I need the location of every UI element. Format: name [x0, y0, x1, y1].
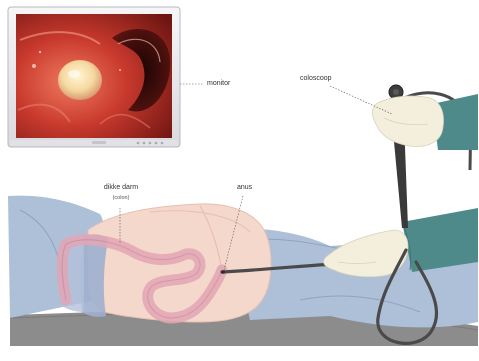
- large-intestine-label: dikke darm: [98, 184, 144, 192]
- colonoscope-label: coloscoop: [300, 75, 332, 83]
- polyp: [58, 60, 102, 100]
- anus-label: anus: [237, 184, 252, 192]
- operator-upper-arm: [372, 94, 478, 150]
- patient-body: [88, 204, 271, 322]
- colonoscope-leader-line: [330, 86, 392, 114]
- gloved-hand-upper: [372, 96, 443, 146]
- large-intestine-sublabel: (colon): [98, 194, 144, 202]
- endoscopic-view-screen: [16, 14, 172, 138]
- monitor-label: monitor: [207, 80, 230, 88]
